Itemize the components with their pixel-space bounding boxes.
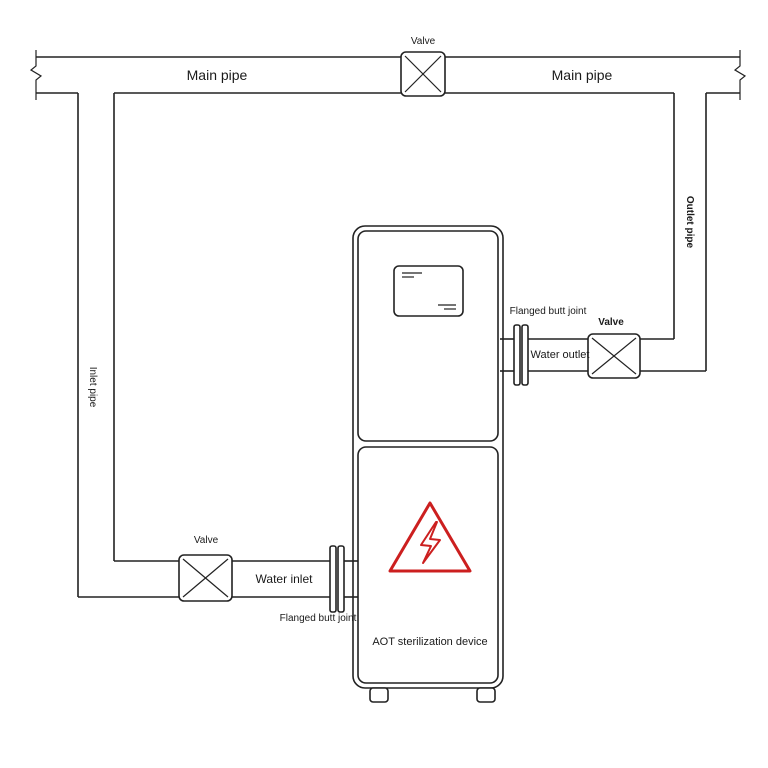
valve-bottom-label: Valve [194, 535, 219, 546]
pipe-break-left-icon [29, 50, 43, 100]
outlet-pipe [500, 93, 707, 372]
device-cabinet [352, 225, 504, 703]
device-label: AOT sterilization device [372, 636, 487, 648]
inlet-pipe-label: Inlet pipe [87, 367, 98, 408]
pipe-break-right-icon [733, 50, 747, 100]
valve-bottom-icon [178, 554, 233, 602]
flange-bottom-icon [329, 545, 345, 613]
valve-right-label: Valve [598, 317, 624, 328]
high-voltage-warning-icon [388, 501, 472, 573]
valve-top-label: Valve [411, 36, 436, 47]
main-pipe [29, 50, 747, 100]
flanged-joint-top-label: Flanged butt joint [510, 306, 587, 317]
valve-top-icon [400, 51, 446, 97]
water-inlet-label: Water inlet [256, 572, 314, 586]
valve-right-icon [587, 333, 641, 379]
main-pipe-right-label: Main pipe [552, 67, 613, 83]
display-screen-icon [393, 265, 464, 317]
flanged-joint-bottom-label: Flanged butt joint [280, 613, 357, 624]
main-pipe-left-label: Main pipe [187, 67, 248, 83]
water-outlet-label: Water outlet [531, 349, 590, 361]
flange-top-icon [513, 324, 529, 386]
inlet-pipe [77, 93, 358, 598]
outlet-pipe-label: Outlet pipe [684, 196, 695, 249]
